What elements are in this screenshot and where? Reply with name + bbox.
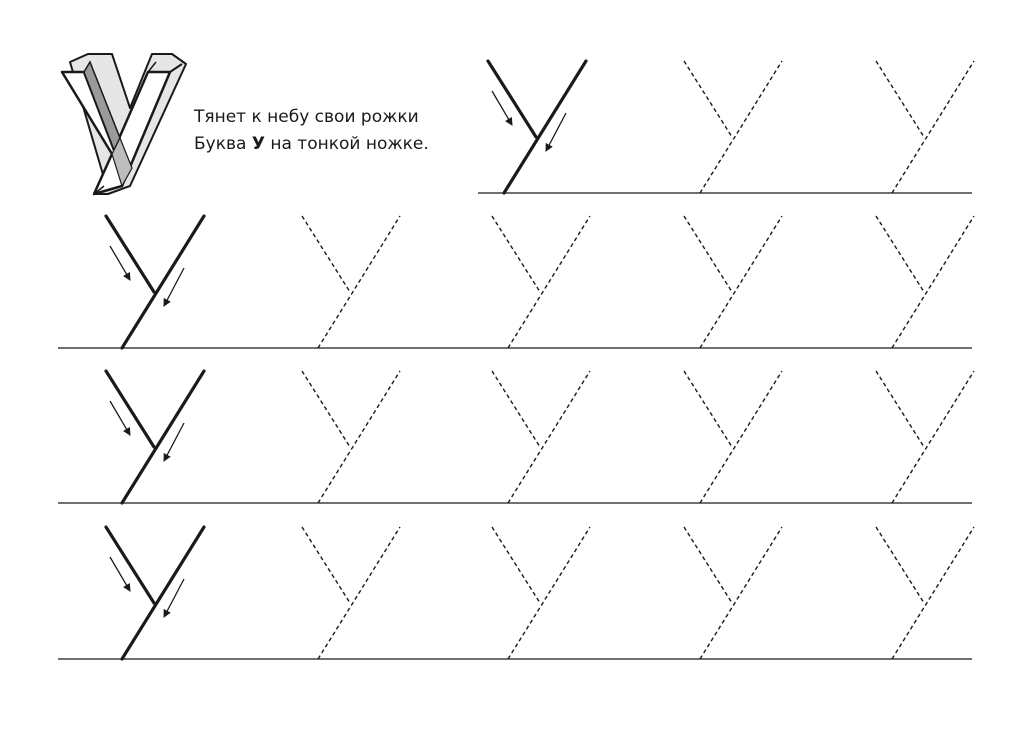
stroke-direction-arrow-icon xyxy=(163,578,185,618)
row-4 xyxy=(58,525,975,661)
dashed-letter-u xyxy=(491,370,591,504)
dashed-letter-u xyxy=(491,526,591,660)
dashed-letter-u xyxy=(875,215,975,349)
solid-letter-u-long-stroke xyxy=(502,59,588,195)
stroke-direction-arrow-icon xyxy=(491,90,513,126)
stroke-direction-arrow-icon xyxy=(163,267,185,307)
dashed-letter-u-long-stroke xyxy=(317,370,401,504)
dashed-letter-u xyxy=(683,60,783,194)
poem-line-2: Буква У на тонкой ножке. xyxy=(194,131,429,158)
stroke-direction-arrow-icon xyxy=(109,556,131,592)
solid-letter-u-short-stroke xyxy=(104,525,156,605)
dashed-letter-u-short-stroke xyxy=(875,370,925,448)
solid-letter-u-short-stroke xyxy=(486,59,538,139)
row-1 xyxy=(478,59,975,195)
stroke-direction-arrow-icon xyxy=(545,112,567,152)
dashed-letter-u xyxy=(683,215,783,349)
dashed-letter-u-long-stroke xyxy=(699,370,783,504)
dashed-letter-u-short-stroke xyxy=(301,370,351,448)
dashed-letter-u-short-stroke xyxy=(875,60,925,138)
solid-letter-u-short-stroke xyxy=(104,369,156,449)
dashed-letter-u-short-stroke xyxy=(491,370,541,448)
dashed-letter-u-long-stroke xyxy=(891,526,975,660)
poem-highlight-letter: У xyxy=(251,134,265,154)
dashed-letter-u xyxy=(875,370,975,504)
dashed-letter-u-short-stroke xyxy=(683,215,733,293)
solid-letter-u xyxy=(486,59,588,195)
dashed-letter-u-long-stroke xyxy=(317,526,401,660)
dashed-letter-u-long-stroke xyxy=(317,215,401,349)
dashed-letter-u-long-stroke xyxy=(699,215,783,349)
poem-line-1: Тянет к небу свои рожки xyxy=(194,107,419,127)
dashed-letter-u-long-stroke xyxy=(891,370,975,504)
solid-letter-u xyxy=(104,214,206,350)
dashed-letter-u-short-stroke xyxy=(301,215,351,293)
dashed-letter-u-long-stroke xyxy=(507,526,591,660)
dashed-letter-u-short-stroke xyxy=(875,526,925,604)
dashed-letter-u-short-stroke xyxy=(875,215,925,293)
solid-letter-u-long-stroke xyxy=(120,369,206,505)
solid-letter-u-long-stroke xyxy=(120,525,206,661)
dashed-letter-u xyxy=(683,526,783,660)
dashed-letter-u-long-stroke xyxy=(891,60,975,194)
poem-line-2-end: на тонкой ножке. xyxy=(264,134,429,154)
dashed-letter-u-long-stroke xyxy=(891,215,975,349)
dashed-letter-u-long-stroke xyxy=(507,370,591,504)
solid-letter-u-long-stroke xyxy=(120,214,206,350)
3d-letter-u-icon xyxy=(60,53,187,196)
poem-line-2-start: Буква xyxy=(194,134,252,154)
solid-letter-u xyxy=(104,525,206,661)
dashed-letter-u-short-stroke xyxy=(491,215,541,293)
row-3 xyxy=(58,369,975,505)
row-2 xyxy=(58,214,975,350)
solid-letter-u-short-stroke xyxy=(104,214,156,294)
dashed-letter-u-long-stroke xyxy=(699,526,783,660)
dashed-letter-u-short-stroke xyxy=(301,526,351,604)
dashed-letter-u-short-stroke xyxy=(683,60,733,138)
dashed-letter-u xyxy=(875,526,975,660)
writing-rows xyxy=(58,59,975,661)
solid-letter-u xyxy=(104,369,206,505)
stroke-direction-arrow-icon xyxy=(109,400,131,436)
dashed-letter-u xyxy=(301,370,401,504)
dashed-letter-u xyxy=(683,370,783,504)
dashed-letter-u-long-stroke xyxy=(699,60,783,194)
dashed-letter-u-short-stroke xyxy=(683,370,733,448)
stroke-direction-arrow-icon xyxy=(163,422,185,462)
stroke-direction-arrow-icon xyxy=(109,245,131,281)
dashed-letter-u xyxy=(301,526,401,660)
poem-text: Тянет к небу свои рожки Буква У на тонко… xyxy=(194,104,429,158)
dashed-letter-u xyxy=(875,60,975,194)
dashed-letter-u-short-stroke xyxy=(491,526,541,604)
dashed-letter-u xyxy=(301,215,401,349)
dashed-letter-u xyxy=(491,215,591,349)
dashed-letter-u-short-stroke xyxy=(683,526,733,604)
dashed-letter-u-long-stroke xyxy=(507,215,591,349)
